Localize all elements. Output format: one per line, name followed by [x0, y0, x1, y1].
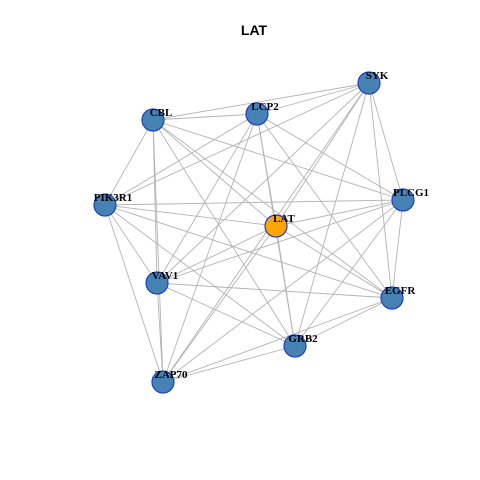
edge-cbl-lat [152, 119, 277, 227]
edge-syk-vav1 [156, 82, 370, 284]
node-label-lcp2: LCP2 [251, 101, 279, 113]
edge-lcp2-vav1 [156, 113, 258, 284]
node-label-plcg1: PLCG1 [393, 187, 429, 199]
node-label-cbl: CBL [150, 107, 173, 119]
edge-plcg1-lat [275, 199, 404, 227]
edge-pik3r1-egfr [104, 204, 393, 299]
node-plcg1 [391, 188, 415, 212]
edge-plcg1-vav1 [156, 199, 404, 284]
edge-lcp2-egfr [256, 113, 393, 299]
edge-syk-egfr [368, 82, 393, 299]
node-label-egfr: EGFR [385, 285, 417, 297]
edge-lat-grb2 [275, 225, 296, 347]
edge-syk-lcp2 [256, 82, 370, 115]
node-pik3r1 [93, 193, 117, 217]
node-label-pik3r1: PIK3R1 [94, 192, 133, 204]
edge-lat-zap70 [162, 225, 277, 383]
node-label-syk: SYK [366, 70, 389, 82]
edge-cbl-plcg1 [152, 119, 404, 201]
node-label-vav1: VAV1 [152, 270, 179, 282]
edge-cbl-grb2 [152, 119, 296, 347]
edge-cbl-egfr [152, 119, 393, 299]
node-cbl [141, 108, 165, 132]
node-label-zap70: ZAP70 [155, 369, 189, 381]
node-lcp2 [245, 102, 269, 126]
edge-syk-zap70 [162, 82, 370, 383]
edge-pik3r1-plcg1 [104, 199, 404, 206]
edge-syk-plcg1 [368, 82, 404, 201]
node-grb2 [283, 334, 307, 358]
edge-lcp2-cbl [152, 113, 258, 121]
node-vav1 [145, 271, 169, 295]
edges-layer [104, 82, 404, 383]
edge-syk-cbl [152, 82, 370, 121]
edge-syk-pik3r1 [104, 82, 370, 206]
node-label-grb2: GRB2 [288, 333, 318, 345]
edge-vav1-egfr [156, 282, 393, 299]
edge-lcp2-plcg1 [256, 113, 404, 201]
node-zap70 [151, 370, 175, 394]
edge-vav1-zap70 [156, 282, 164, 383]
edge-lat-egfr [275, 225, 393, 299]
edge-vav1-grb2 [156, 282, 296, 347]
edge-lcp2-zap70 [162, 113, 258, 383]
edge-pik3r1-zap70 [104, 204, 164, 383]
node-syk [357, 71, 381, 95]
edge-cbl-zap70 [152, 119, 164, 383]
edge-pik3r1-lat [104, 204, 277, 227]
edge-lat-vav1 [156, 225, 277, 284]
edge-pik3r1-vav1 [104, 204, 158, 284]
edge-plcg1-egfr [391, 199, 404, 299]
node-egfr [380, 286, 404, 310]
node-label-lat: LAT [273, 213, 295, 225]
edge-grb2-zap70 [162, 345, 296, 383]
edge-lcp2-pik3r1 [104, 113, 258, 206]
edge-plcg1-grb2 [294, 199, 404, 347]
node-lat [264, 214, 288, 238]
graph-title: LAT [241, 22, 268, 38]
nodes-layer [93, 71, 415, 394]
edge-pik3r1-grb2 [104, 204, 296, 347]
edge-egfr-zap70 [162, 297, 393, 383]
edge-egfr-grb2 [294, 297, 393, 347]
edge-cbl-pik3r1 [104, 119, 154, 206]
